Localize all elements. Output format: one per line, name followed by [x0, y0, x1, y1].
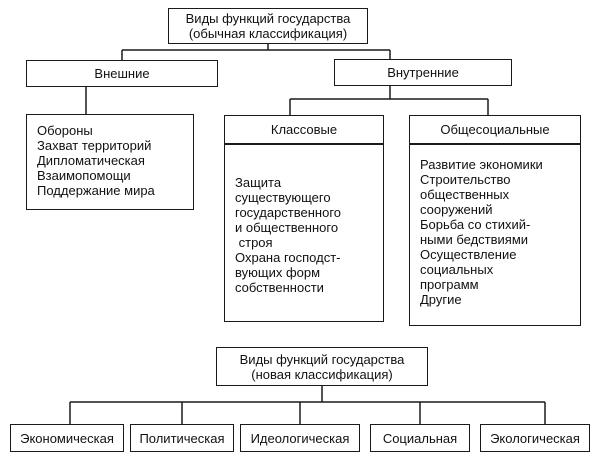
root-title-line1: Виды функций государства [185, 11, 351, 26]
class-label: Классовые [270, 122, 338, 137]
function-political-label: Политическая [139, 430, 225, 446]
social-item: сооружений [420, 202, 493, 217]
external-list-box: Обороны Захват территорий Дипломатическа… [26, 114, 194, 210]
internal-label: Внутренние [387, 65, 459, 80]
new-root-title-line2: (новая классификация) [251, 366, 393, 382]
social-item: программ [420, 277, 479, 292]
social-item: Борьба со стихий- [420, 217, 531, 232]
class-item: собственности [235, 280, 324, 295]
function-social-box: Социальная [370, 424, 470, 452]
external-box: Внешние [26, 60, 218, 87]
class-item: строя [235, 235, 273, 250]
external-item: Дипломатическая [37, 153, 145, 168]
external-item: Взаимопомощи [37, 168, 131, 183]
function-social-label: Социальная [382, 430, 458, 446]
class-list-box: Защита существующего государственного и … [224, 144, 384, 322]
social-label: Общесоциальные [440, 122, 550, 137]
new-root-title-line1: Виды функций государства [239, 351, 405, 367]
social-box: Общесоциальные [409, 115, 581, 144]
function-ecological-label: Экологическая [490, 430, 580, 446]
external-item: Захват территорий [37, 138, 152, 153]
function-economic-box: Экономическая [10, 424, 124, 452]
function-political-box: Политическая [130, 424, 234, 452]
social-item: социальных [420, 262, 494, 277]
root-title-line2: (обычная классификация) [188, 26, 348, 41]
function-ecological-box: Экологическая [480, 424, 590, 452]
social-item: общественных [420, 187, 510, 202]
function-economic-label: Экономическая [20, 430, 114, 446]
new-root-box: Виды функций государства (новая классифи… [216, 347, 428, 386]
class-item: Охрана господст- [235, 250, 341, 265]
social-item: Другие [420, 292, 462, 307]
function-ideological-box: Идеологическая [240, 424, 360, 452]
class-item: существующего [235, 190, 331, 205]
function-ideological-label: Идеологическая [250, 430, 350, 446]
external-item: Поддержание мира [37, 183, 155, 198]
class-item: государственного [235, 205, 342, 220]
social-item: Осуществление [420, 247, 517, 262]
root-box: Виды функций государства (обычная класси… [168, 8, 368, 44]
class-item: вующих форм [235, 265, 321, 280]
social-item: Развитие экономики [420, 157, 543, 172]
class-item: и общественного [235, 220, 339, 235]
social-list-box: Развитие экономики Строительство обществ… [409, 144, 581, 326]
internal-box: Внутренние [334, 59, 512, 86]
class-item: Защита [235, 175, 282, 190]
social-item: Строительство [420, 172, 511, 187]
external-item: Обороны [37, 123, 93, 138]
social-item: ными бедствиями [420, 232, 529, 247]
external-label: Внешние [94, 66, 150, 81]
class-box: Классовые [224, 115, 384, 144]
